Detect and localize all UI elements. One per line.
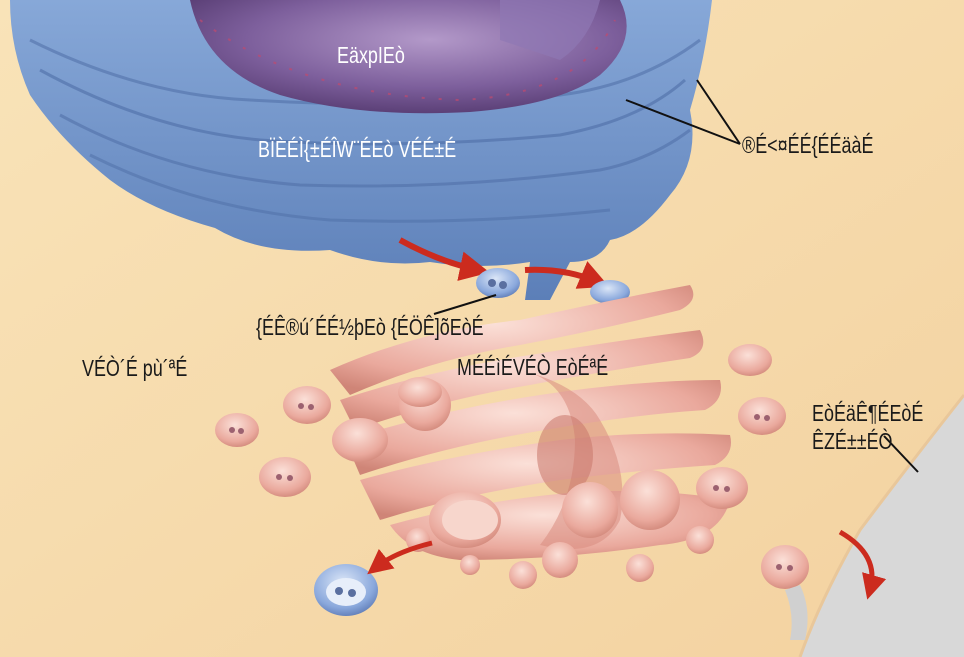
nucleus-label: EäxpIEò xyxy=(337,42,405,68)
golgi-label: MÉÉìÉVÉÒ EòÉªÉ xyxy=(457,354,608,380)
transport-vesicle-label: {ÉÊ®ú´ÉÉ½þEò {ÉÖÊ]õEòÉ xyxy=(256,314,484,340)
plasma-membrane-label-line2: ÊZÉ±±ÉÒ xyxy=(812,428,893,454)
plasma-membrane-label-line1: EòÉäÊ¶ÉEòÉ xyxy=(812,400,923,426)
cytoplasm-label: VÉÒ´É pù´ªÉ xyxy=(82,355,187,381)
blue-vesicle xyxy=(314,564,378,616)
ribosomes-label: ®É<¤ÉÉ{ÉÉäàÉ xyxy=(742,132,873,158)
rough-er-label: BÏÈÉÌ{±ÉÎW¨ÉEò VÉÉ±É xyxy=(258,136,456,162)
